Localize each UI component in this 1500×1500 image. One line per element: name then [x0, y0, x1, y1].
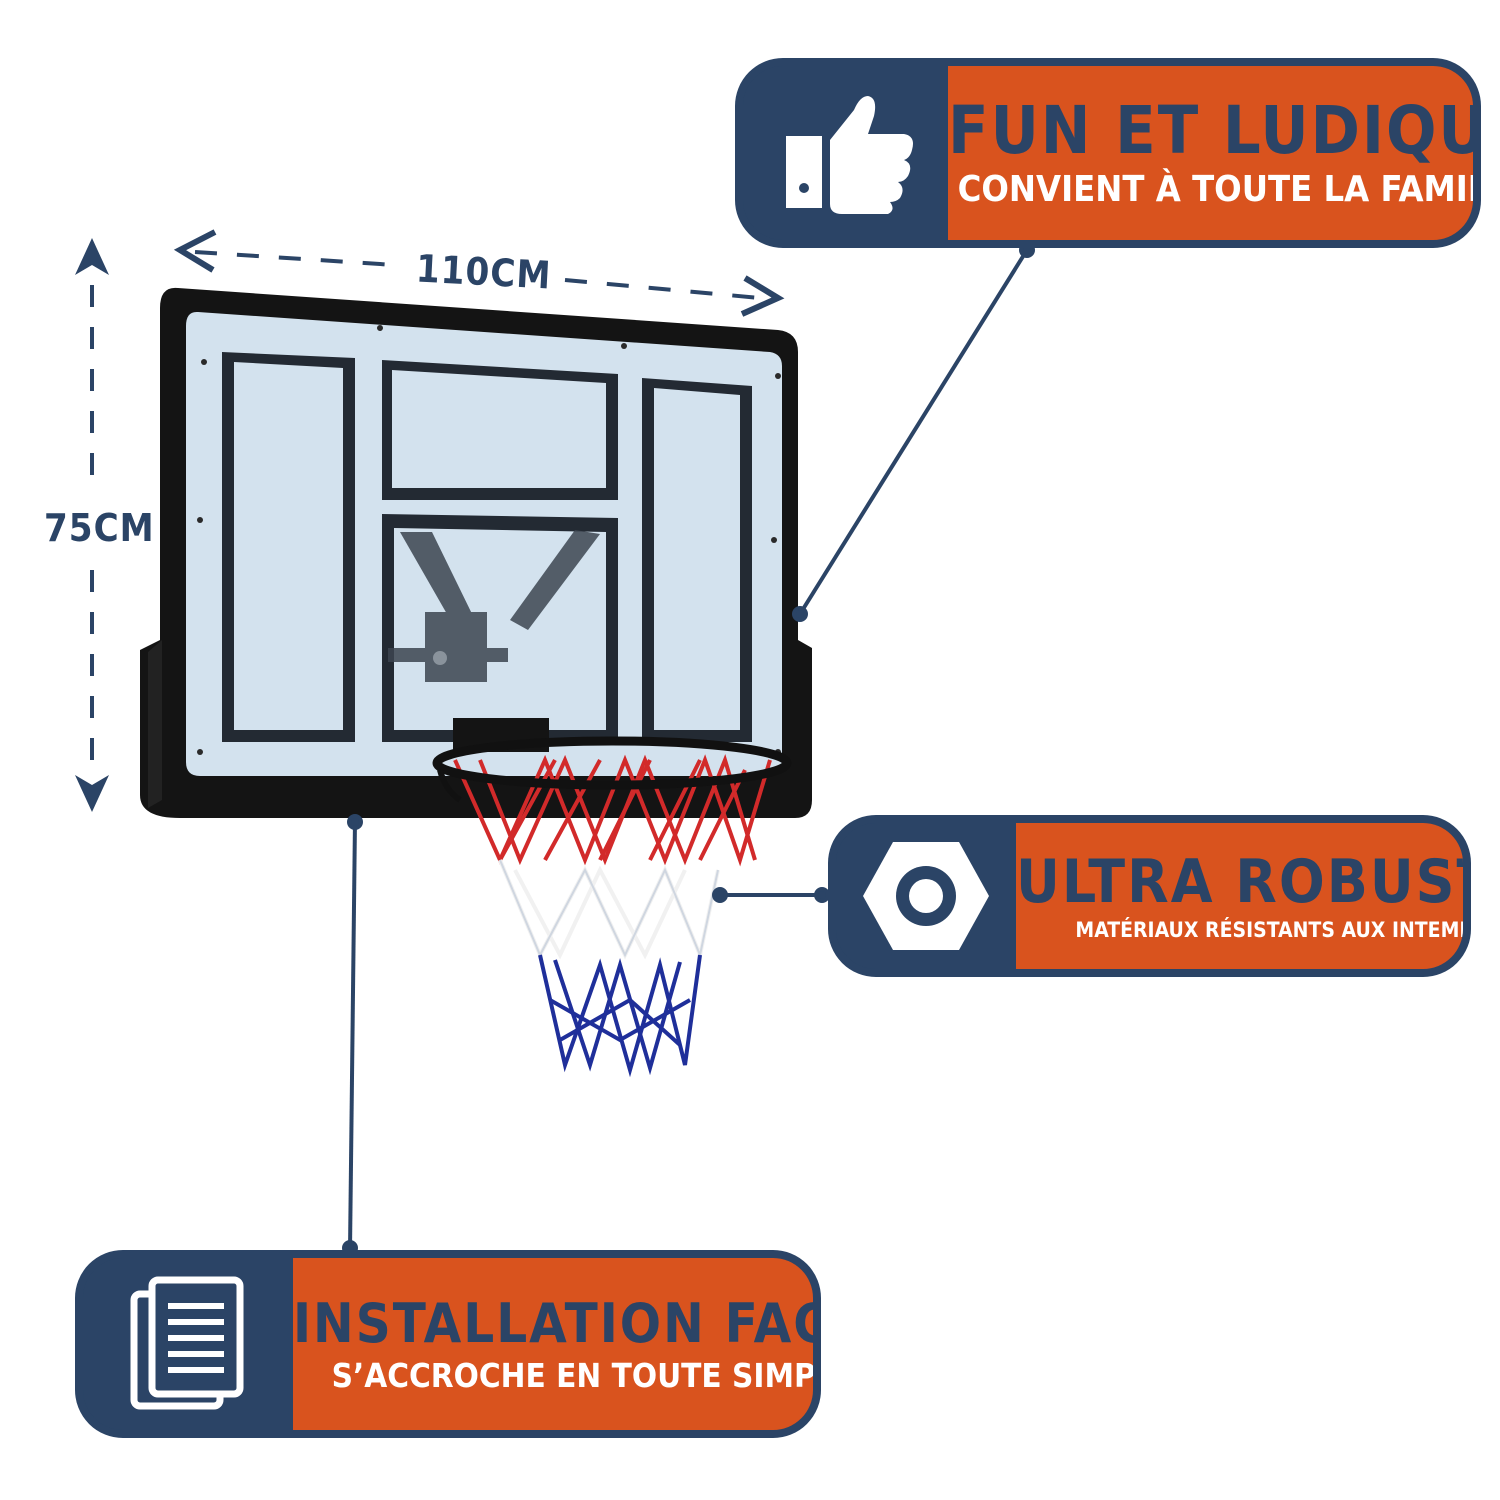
feature-title: INSTALLATION FACILE [293, 1291, 821, 1355]
arrow-head-down [75, 775, 109, 812]
feature-badge-fun: FUN ET LUDIQUE CONVIENT À TOUTE LA FAMIL… [735, 58, 1481, 248]
width-dimension-label: 110CM [414, 246, 553, 298]
thumbs-up-icon [785, 96, 913, 214]
basketball-net [453, 753, 772, 1078]
feature-subtitle: S’ACCROCHE EN TOUTE SIMPLICITÉ [331, 1355, 816, 1395]
hex-nut-icon [863, 842, 989, 950]
feature-title: FUN ET LUDIQUE [948, 92, 1481, 169]
badge-text-cell: FUN ET LUDIQUE CONVIENT À TOUTE LA FAMIL… [948, 66, 1481, 240]
badge-text-cell: ULTRA ROBUSTE MATÉRIAUX RÉSISTANTS AUX I… [1016, 823, 1463, 969]
hoop-rim [432, 736, 792, 790]
badge-icon-cell [743, 66, 948, 240]
arrow-head-up [75, 238, 109, 275]
badge-icon-cell [836, 823, 1016, 969]
feature-subtitle: CONVIENT À TOUTE LA FAMILLE [957, 169, 1481, 210]
feature-title: ULTRA ROBUSTE [1016, 846, 1463, 917]
badge-text-cell: INSTALLATION FACILE S’ACCROCHE EN TOUTE … [293, 1258, 821, 1430]
backboard [140, 287, 812, 818]
height-dimension-label: 75CM [44, 506, 155, 550]
document-icon [130, 1276, 244, 1410]
badge-icon-cell [83, 1258, 293, 1430]
feature-badge-install: INSTALLATION FACILE S’ACCROCHE EN TOUTE … [75, 1250, 821, 1438]
feature-badge-robuste: ULTRA ROBUSTE MATÉRIAUX RÉSISTANTS AUX I… [828, 815, 1471, 977]
width-dimension-arrow [173, 229, 785, 317]
feature-subtitle: MATÉRIAUX RÉSISTANTS AUX INTEMPÉRIES [1075, 917, 1463, 942]
